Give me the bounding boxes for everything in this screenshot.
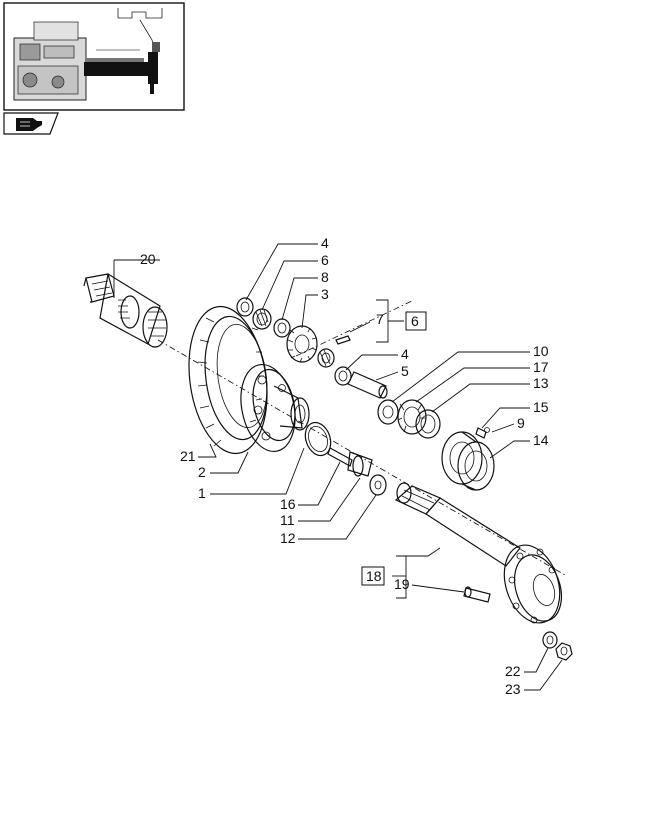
part-22-washer [542, 631, 558, 649]
thumbnail-frame [3, 2, 185, 111]
center-axis-line [157, 339, 566, 576]
callout-9[interactable]: 9 [517, 415, 525, 431]
callout-6[interactable]: 6 [321, 252, 329, 268]
nav-tab[interactable] [3, 112, 59, 135]
planet-axis-line [295, 299, 415, 357]
part-8-spacer-ring [273, 318, 291, 338]
part-9-grease-nipple [475, 427, 490, 439]
part-1-planet-carrier [240, 364, 310, 452]
callout-11[interactable]: 11 [280, 512, 295, 528]
part-14-seal-housing [441, 431, 495, 491]
ref-box-18 [361, 566, 385, 586]
callout-4-top[interactable]: 4 [321, 235, 329, 251]
part-4-thrust-washer [236, 297, 254, 317]
part-16-bolt [327, 447, 373, 477]
part-13-bearing-cup [415, 409, 441, 439]
part-4b-thrust-washer [334, 366, 352, 386]
part-needle-bearing-2 [317, 348, 335, 368]
callout-18-box[interactable]: 18 [366, 568, 382, 584]
callout-4-mid[interactable]: 4 [401, 346, 409, 362]
callout-6-box[interactable]: 6 [411, 313, 419, 329]
part-7-pin [335, 335, 351, 345]
part-12-washer [369, 474, 387, 496]
callout-23[interactable]: 23 [505, 681, 521, 697]
ref-box-6 [405, 311, 427, 331]
callout-5[interactable]: 5 [401, 363, 409, 379]
part-5-planet-pin [347, 371, 388, 399]
callout-16[interactable]: 16 [280, 496, 296, 512]
part-circlip [304, 421, 332, 457]
part-3-planet-gear [286, 325, 318, 363]
callout-8[interactable]: 8 [321, 269, 329, 285]
callout-17[interactable]: 17 [533, 359, 549, 375]
part-23-nut [555, 642, 573, 661]
part-20-pinion-shaft [83, 273, 168, 348]
book-arrow-icon[interactable] [16, 118, 42, 131]
callout-19[interactable]: 19 [394, 576, 410, 592]
callout-10[interactable]: 10 [533, 343, 549, 359]
callout-15[interactable]: 15 [533, 399, 549, 415]
callout-12[interactable]: 12 [280, 530, 296, 546]
callout-3[interactable]: 3 [321, 286, 329, 302]
callout-14[interactable]: 14 [533, 432, 549, 448]
callout-7[interactable]: 7 [376, 311, 384, 327]
tractor-rear-axle-thumbnail [13, 8, 163, 101]
callout-1[interactable]: 1 [198, 485, 206, 501]
part-10-bearing-cone [377, 399, 399, 425]
callout-13[interactable]: 13 [533, 375, 549, 391]
part-19-wheel-stud [463, 586, 491, 603]
callout-2[interactable]: 2 [198, 464, 206, 480]
callout-21[interactable]: 21 [180, 448, 196, 464]
part-6-needle-bearing [252, 308, 272, 330]
part-18-axle-shaft [394, 482, 563, 624]
callout-20[interactable]: 20 [140, 251, 156, 267]
callout-22[interactable]: 22 [505, 663, 521, 679]
leader-lines [113, 243, 563, 691]
callout-labels: 20 4 6 8 3 7 6 4 5 10 17 13 15 9 14 21 2… [140, 235, 549, 697]
